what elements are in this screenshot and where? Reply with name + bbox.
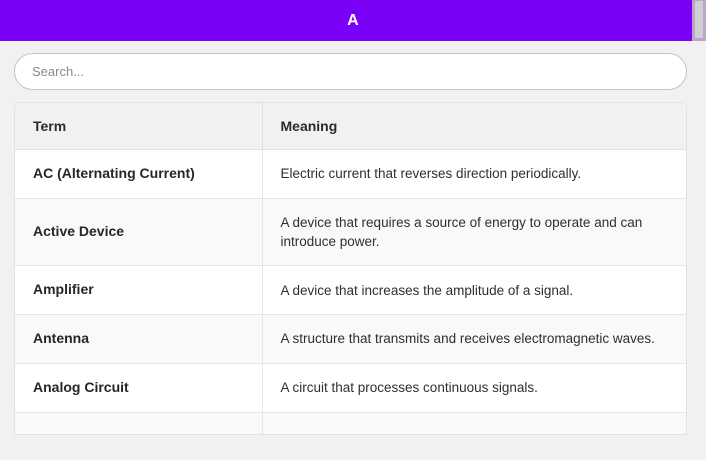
page-title: A xyxy=(347,12,359,29)
search-bar xyxy=(14,41,692,102)
table-row[interactable]: Antenna A structure that transmits and r… xyxy=(15,314,686,364)
cell-meaning: A device that requires a source of energ… xyxy=(262,198,686,267)
scrollbar-thumb[interactable] xyxy=(695,1,703,38)
table-row[interactable]: Amplifier A device that increases the am… xyxy=(15,265,686,316)
cell-meaning xyxy=(262,412,686,435)
table-row[interactable] xyxy=(15,412,686,435)
app-header: A xyxy=(0,0,706,41)
glossary-table: Term Meaning AC (Alternating Current) El… xyxy=(15,103,686,435)
cell-meaning: A device that increases the amplitude of… xyxy=(262,265,686,316)
cell-term: Analog Circuit xyxy=(15,363,263,413)
cell-meaning: A structure that transmits and receives … xyxy=(262,314,686,364)
search-input[interactable] xyxy=(14,53,687,90)
column-header-meaning[interactable]: Meaning xyxy=(262,103,686,150)
table-head: Term Meaning xyxy=(15,103,686,150)
content-area: Term Meaning AC (Alternating Current) El… xyxy=(0,41,706,436)
table-row[interactable]: AC (Alternating Current) Electric curren… xyxy=(15,149,686,199)
table-body: AC (Alternating Current) Electric curren… xyxy=(15,149,686,435)
glossary-table-container: Term Meaning AC (Alternating Current) El… xyxy=(14,102,687,436)
cell-term: Amplifier xyxy=(15,265,263,316)
cell-term: Active Device xyxy=(15,198,263,267)
cell-meaning: Electric current that reverses direction… xyxy=(262,149,686,199)
cell-meaning: A circuit that processes continuous sign… xyxy=(262,363,686,413)
scrollbar-track[interactable] xyxy=(692,0,706,41)
table-header-row: Term Meaning xyxy=(15,103,686,150)
page-scrollbar[interactable] xyxy=(692,0,706,460)
table-row[interactable]: Analog Circuit A circuit that processes … xyxy=(15,363,686,413)
cell-term xyxy=(15,412,263,435)
cell-term: Antenna xyxy=(15,314,263,364)
table-row[interactable]: Active Device A device that requires a s… xyxy=(15,198,686,267)
column-header-term[interactable]: Term xyxy=(15,103,263,150)
cell-term: AC (Alternating Current) xyxy=(15,149,263,199)
